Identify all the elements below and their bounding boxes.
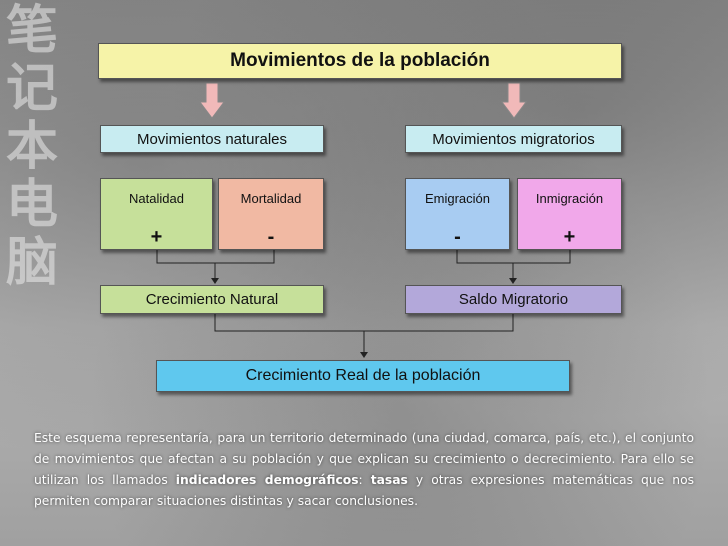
background-chinese-sign: 笔 记 本 电 脑 — [2, 2, 62, 292]
title-text: Movimientos de la población — [230, 50, 490, 71]
crecimiento-real-box: Crecimiento Real de la población — [156, 360, 570, 392]
emigracion-label: Emigración — [424, 191, 491, 206]
inmigracion-box: Inmigración + — [517, 178, 622, 250]
sign-glyph: 记 — [5, 58, 58, 119]
paragraph-text: Este esquema representaría, para un terr… — [34, 431, 694, 487]
natalidad-sign: + — [150, 226, 163, 248]
natalidad-label: Natalidad — [129, 191, 184, 206]
line-natalidad-mortalidad — [156, 250, 275, 264]
emigracion-sign: - — [454, 226, 461, 248]
crecimiento-real-label: Crecimiento Real de la población — [245, 367, 481, 384]
explanation-paragraph: Este esquema representaría, para un terr… — [34, 428, 694, 512]
title-box: Movimientos de la población — [98, 43, 622, 79]
paragraph-bold-term: tasas — [370, 473, 408, 487]
paragraph-text: y otras expresiones matemáticas que nos … — [34, 473, 694, 508]
mortalidad-sign: - — [267, 226, 275, 248]
line-emigracion-inmigracion — [456, 250, 571, 264]
arrow-to-natural — [199, 82, 225, 119]
migratory-movements-label: Movimientos migratorios — [432, 130, 595, 148]
emigracion-box: Emigración - — [405, 178, 510, 250]
migratory-movements-box: Movimientos migratorios — [405, 125, 622, 153]
natural-movements-label: Movimientos naturales — [136, 130, 288, 148]
crecimiento-natural-label: Crecimiento Natural — [145, 291, 279, 308]
sign-glyph: 电 — [5, 174, 58, 235]
sign-glyph: 脑 — [5, 232, 58, 293]
saldo-migratorio-box: Saldo Migratorio — [405, 285, 622, 314]
arrowhead — [509, 278, 517, 284]
arrowhead — [211, 278, 219, 284]
paragraph-text: : — [358, 473, 371, 487]
down-arrows — [199, 82, 527, 119]
natalidad-box: Natalidad + — [100, 178, 213, 250]
saldo-migratorio-label: Saldo Migratorio — [458, 291, 569, 308]
inmigracion-label: Inmigración — [535, 191, 604, 206]
sign-glyph: 本 — [5, 116, 58, 177]
paragraph-bold-term: indicadores demográficos — [175, 473, 359, 487]
arrowhead — [360, 352, 368, 358]
inmigracion-sign: + — [563, 226, 576, 248]
mortalidad-box: Mortalidad - — [218, 178, 324, 250]
natural-movements-box: Movimientos naturales — [100, 125, 324, 153]
line-natural-migratorio — [214, 313, 514, 332]
mortalidad-label: Mortalidad — [240, 191, 302, 206]
crecimiento-natural-box: Crecimiento Natural — [100, 285, 324, 314]
arrow-to-migratorio — [501, 82, 527, 119]
sign-glyph: 笔 — [5, 0, 58, 61]
